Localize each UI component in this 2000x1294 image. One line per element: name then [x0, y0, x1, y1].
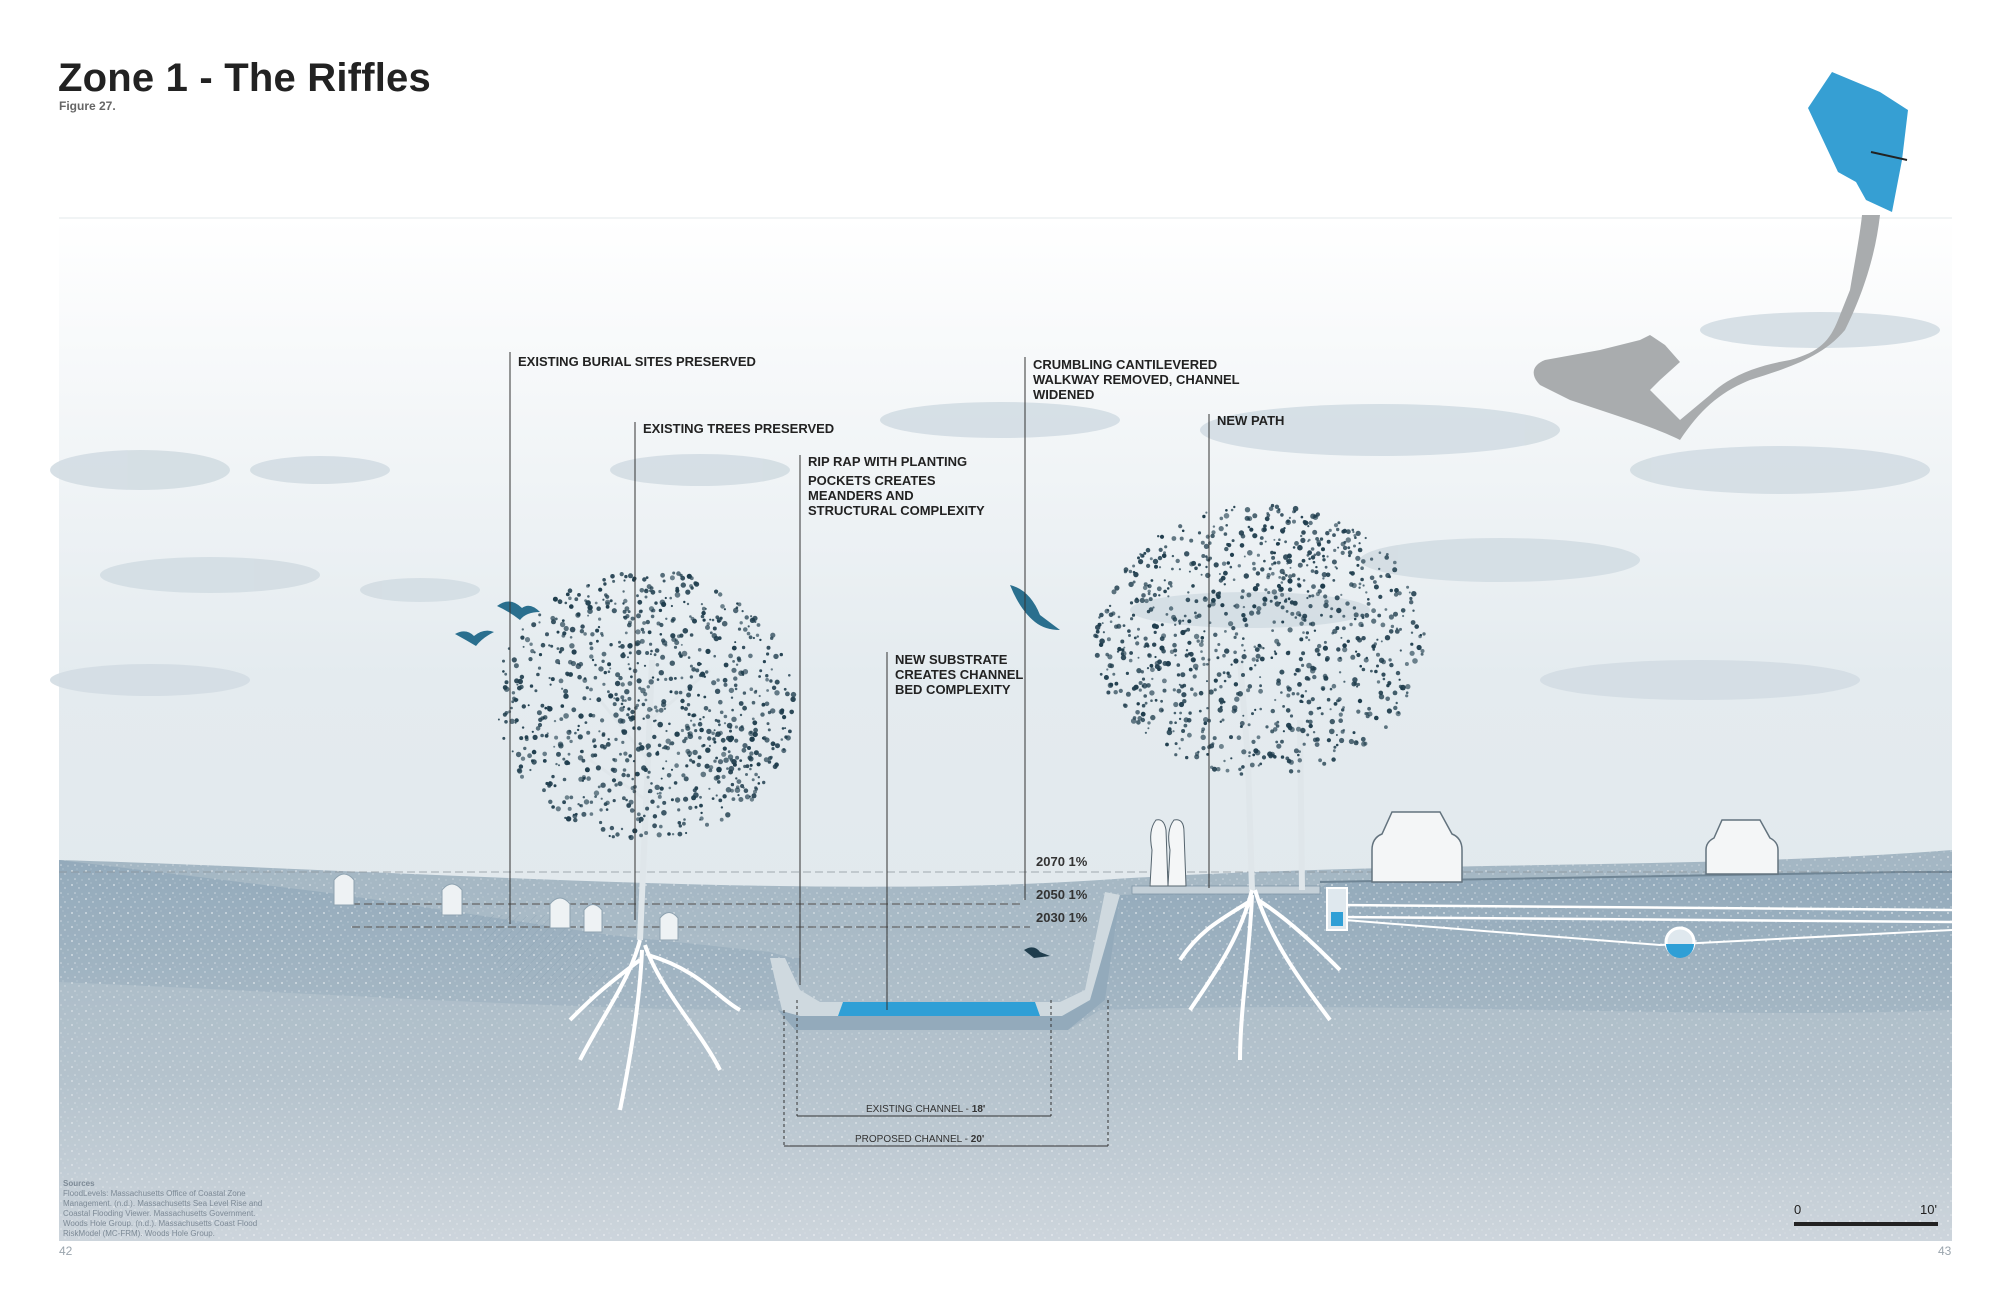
callout-riprap-line-4: STRUCTURAL COMPLEXITY: [808, 503, 985, 518]
scale-bar: 0 10': [1794, 1202, 1938, 1226]
callout-substrate-line-1: NEW SUBSTRATE: [895, 652, 1008, 667]
tree-roots-left: [568, 939, 741, 1111]
scale-end: 10': [1920, 1202, 1937, 1217]
page-number-left: 42: [59, 1244, 73, 1258]
tree-left: [497, 571, 797, 1111]
callout-walkway-line-2: WALKWAY REMOVED, CHANNEL: [1033, 372, 1240, 387]
callout-riprap: RIP RAP WITH PLANTING POCKETS CREATES ME…: [808, 454, 985, 518]
flood-level-2050: 2050 1%: [1036, 887, 1088, 902]
sources-line-4: Woods Hole Group. (n.d.). Massachusetts …: [63, 1219, 257, 1228]
page-number-right: 43: [1938, 1244, 1952, 1258]
callout-path-line-1: NEW PATH: [1217, 413, 1284, 428]
callout-riprap-line-3: MEANDERS AND: [808, 488, 914, 503]
figure-number: Figure 27.: [59, 99, 116, 113]
sources-line-2: Management. (n.d.). Massachusetts Sea Le…: [63, 1199, 262, 1208]
sources-line-3: Coastal Flooding Viewer. Massachusetts G…: [63, 1209, 255, 1218]
tree-canopy-left: [497, 571, 797, 841]
callout-walkway-line-1: CRUMBLING CANTILEVERED: [1033, 357, 1217, 372]
key-map-zone-1: [1808, 72, 1908, 212]
callout-walkway-line-3: WIDENED: [1033, 387, 1094, 402]
tree-canopy-right: [1093, 503, 1426, 776]
existing-channel-label: EXISTING CHANNEL - 18': [866, 1104, 985, 1115]
callout-substrate-line-2: CREATES CHANNEL: [895, 667, 1023, 682]
flood-level-2030: 2030 1%: [1036, 910, 1088, 925]
flood-level-lines: [59, 871, 1952, 928]
gravestones: [333, 873, 679, 941]
people-figures: [1149, 819, 1187, 887]
page-title: Zone 1 - The Riffles: [58, 56, 431, 100]
key-map-path: [1533, 215, 1880, 440]
clouds: [50, 312, 1940, 700]
callout-walkway: CRUMBLING CANTILEVERED WALKWAY REMOVED, …: [1033, 357, 1240, 402]
key-map-section-cut: [1870, 151, 1908, 161]
tree-right: [1093, 503, 1426, 1061]
callout-path: NEW PATH: [1217, 413, 1284, 428]
callout-burial-line-1: EXISTING BURIAL SITES PRESERVED: [518, 354, 756, 369]
callout-trees-line-1: EXISTING TREES PRESERVED: [643, 421, 834, 436]
car-icons: [1371, 811, 1779, 883]
callout-leader-lines: [509, 352, 1210, 1010]
callout-riprap-line-2: POCKETS CREATES: [808, 473, 936, 488]
callout-trees: EXISTING TREES PRESERVED: [643, 421, 834, 436]
sources-heading: Sources: [63, 1179, 95, 1188]
key-map: [1533, 72, 1908, 440]
sources-line-5: RiskModel (MC-FRM). Woods Hole Group.: [63, 1229, 215, 1238]
channel-section: [770, 892, 1120, 1022]
new-path-surface: [1131, 885, 1321, 895]
callout-riprap-line-1: RIP RAP WITH PLANTING: [808, 454, 967, 469]
sources-line-1: FloodLevels: Massachusetts Office of Coa…: [63, 1189, 246, 1198]
scale-start: 0: [1794, 1202, 1801, 1217]
callout-substrate: NEW SUBSTRATE CREATES CHANNEL BED COMPLE…: [895, 652, 1023, 697]
callout-burial: EXISTING BURIAL SITES PRESERVED: [518, 354, 756, 369]
channel-water: [838, 1002, 1040, 1016]
proposed-channel-label: PROPOSED CHANNEL - 20': [855, 1134, 984, 1145]
tree-roots-right: [1178, 889, 1342, 1061]
channel-dimensions: [783, 1000, 1109, 1147]
flood-level-2070: 2070 1%: [1036, 854, 1088, 869]
bird-icons: [455, 585, 1060, 958]
sources-note: Sources FloodLevels: Massachusetts Offic…: [63, 1179, 262, 1238]
callout-substrate-line-3: BED COMPLEXITY: [895, 682, 1011, 697]
